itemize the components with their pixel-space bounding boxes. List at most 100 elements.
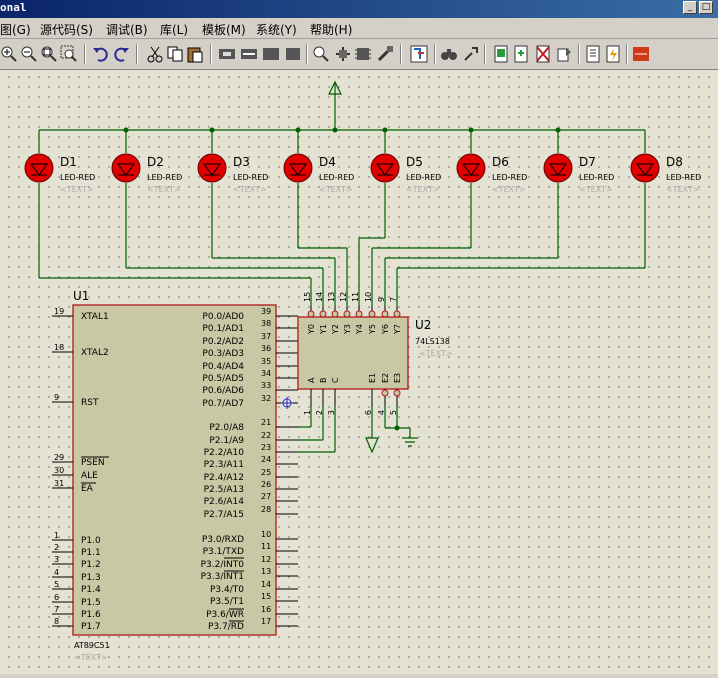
u1-pin-p11[interactable]: 2P1.1 xyxy=(52,543,101,558)
block-move-icon[interactable] xyxy=(240,45,258,63)
package-icon[interactable] xyxy=(354,45,372,63)
new-sheet-icon[interactable] xyxy=(492,45,510,63)
zoom-area-icon[interactable] xyxy=(60,45,78,63)
menu-debug[interactable]: 调试(B) xyxy=(106,23,148,37)
menu-library[interactable]: 库(L) xyxy=(160,23,189,37)
u1-pin-p16[interactable]: 7P1.6 xyxy=(52,605,101,620)
u2-chip[interactable]: U2 74LS138 <TEXT> xyxy=(297,316,453,390)
property-assign-icon[interactable] xyxy=(462,45,480,63)
zoom-out-icon[interactable] xyxy=(20,45,38,63)
redo-icon[interactable] xyxy=(112,45,130,63)
menu-source[interactable]: 源代码(S) xyxy=(40,23,93,37)
u1-pin-p17[interactable]: 8P1.7 xyxy=(52,617,101,632)
u2-pin-a[interactable]: 1A xyxy=(303,377,316,415)
u2-pin-c[interactable]: 3C xyxy=(327,377,340,415)
undo-icon[interactable] xyxy=(92,45,110,63)
u1-pin-p10[interactable]: 1P1.0 xyxy=(52,531,101,546)
block-copy-icon[interactable] xyxy=(218,45,236,63)
menu-template[interactable]: 模板(M) xyxy=(202,23,246,37)
u2-pin-e3[interactable]: 5E3 xyxy=(389,373,402,415)
block-rotate-icon[interactable] xyxy=(262,45,280,63)
copy-icon[interactable] xyxy=(166,45,184,63)
goto-sheet-icon[interactable] xyxy=(534,45,552,63)
block-delete-icon[interactable] xyxy=(284,45,302,63)
zoom-in-icon[interactable] xyxy=(0,45,18,63)
wire-autorouter-icon[interactable] xyxy=(410,45,428,63)
u2-pin-y7[interactable]: 7Y7 xyxy=(389,297,402,335)
u1-chip[interactable]: U1 AT89C51 <TEXT> xyxy=(72,289,277,662)
u1-pin-p14[interactable]: 5P1.4 xyxy=(52,580,101,595)
u2-pin-e1[interactable]: 6E1 xyxy=(364,373,377,415)
u2-pin-y6[interactable]: 9Y6 xyxy=(377,297,390,335)
menu-help[interactable]: 帮助(H) xyxy=(310,23,353,37)
u2-pin-e2[interactable]: 4E2 xyxy=(377,373,390,415)
ares-icon[interactable] xyxy=(632,45,650,63)
decompose-icon[interactable] xyxy=(376,45,394,63)
electrical-rule-check-icon[interactable] xyxy=(584,45,602,63)
u2-pin-b[interactable]: 2B xyxy=(315,378,328,416)
power-terminal[interactable] xyxy=(328,80,342,130)
menu-system[interactable]: 系统(Y) xyxy=(256,23,297,37)
maximize-button[interactable]: □ xyxy=(699,1,713,14)
bill-of-materials-icon[interactable] xyxy=(556,45,574,63)
delete-sheet-icon[interactable] xyxy=(512,45,530,63)
search-tag-icon[interactable] xyxy=(440,45,458,63)
paste-icon[interactable] xyxy=(186,45,204,63)
cut-icon[interactable] xyxy=(146,45,164,63)
u1-pin-p13[interactable]: 4P1.3 xyxy=(52,568,101,583)
menu-draw[interactable]: 图(G) xyxy=(0,23,31,37)
pick-device-icon[interactable] xyxy=(312,45,330,63)
ares-netlist-icon[interactable] xyxy=(604,45,622,63)
minimize-button[interactable]: _ xyxy=(683,1,697,14)
svg-text:26: 26 xyxy=(261,480,271,489)
zoom-all-icon[interactable] xyxy=(40,45,58,63)
u1-pin-p12[interactable]: 3P1.2 xyxy=(52,555,101,570)
make-device-icon[interactable] xyxy=(334,45,352,63)
u1-pin-p15[interactable]: 6P1.5 xyxy=(52,593,101,608)
